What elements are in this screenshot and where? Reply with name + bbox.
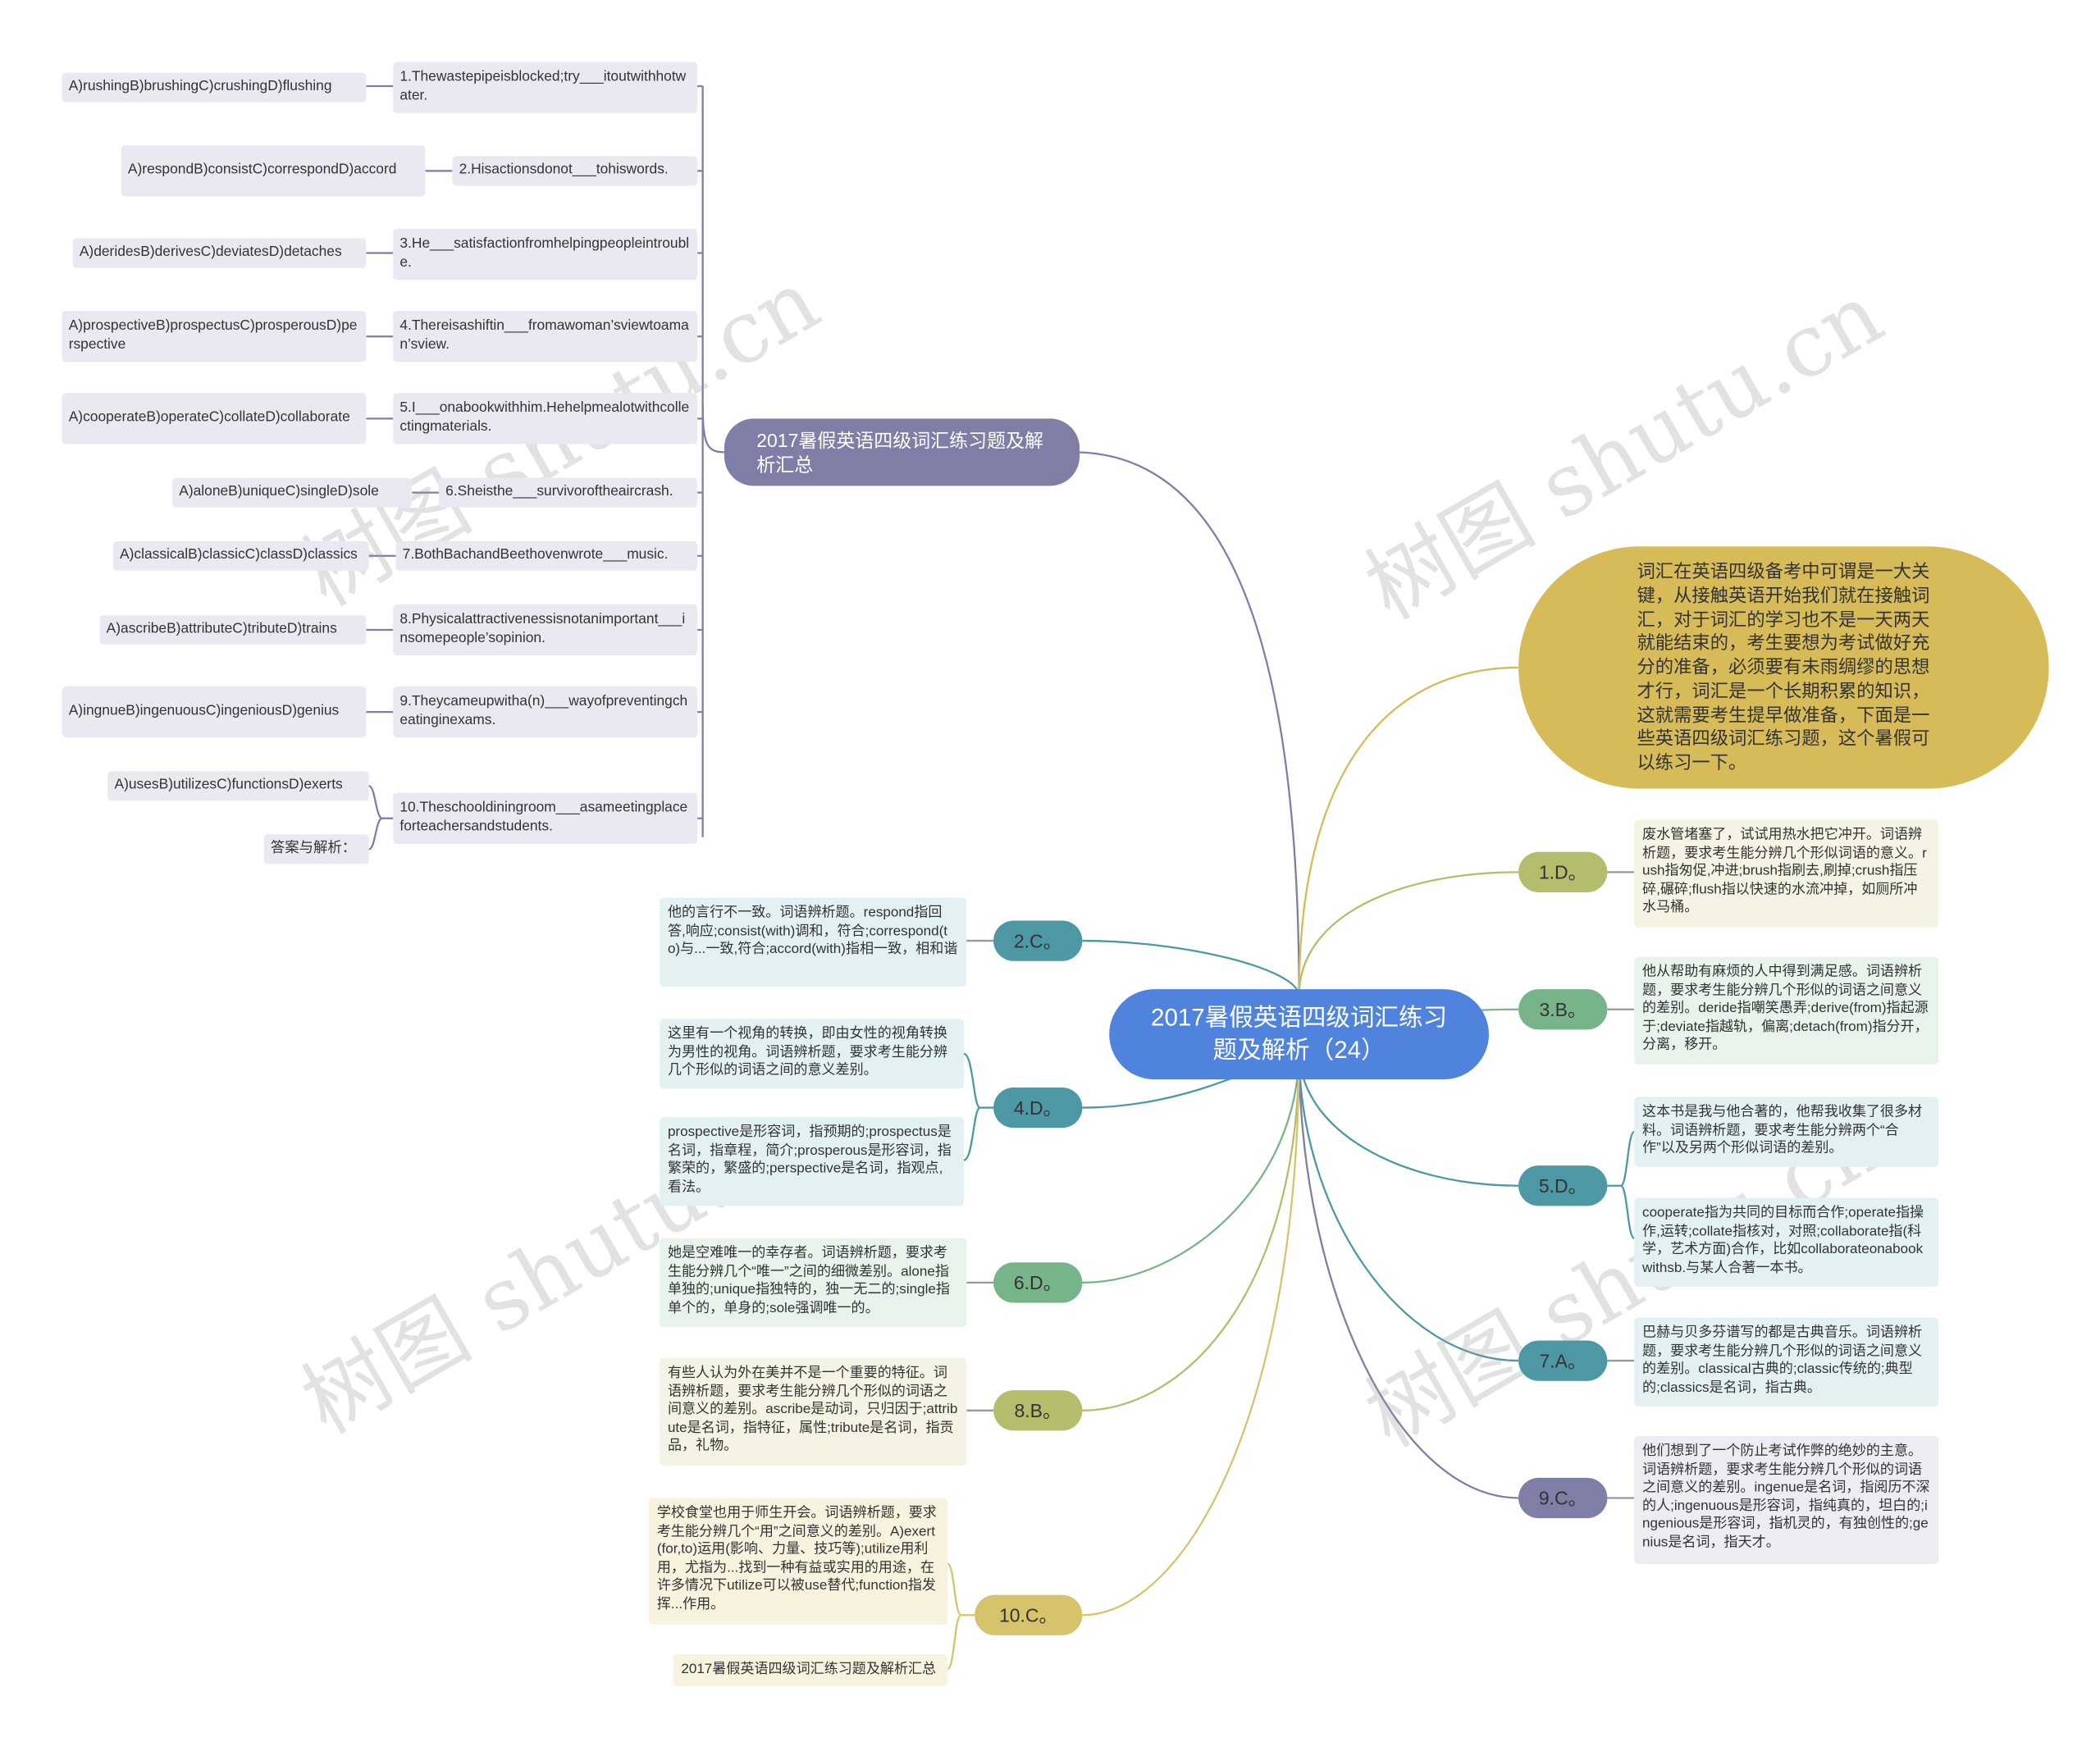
answer-4-note-2[interactable]: prospective是形容词，指预期的;prospectus是名词，指章程，简… [660, 1117, 964, 1206]
answer-10-link[interactable]: 2017暑假英语四级词汇练习题及解析汇总 [673, 1653, 948, 1687]
option-10[interactable]: A)usesB)utilizesC)functionsD)exerts [107, 771, 369, 801]
option-5[interactable]: A)cooperateB)operateC)collateD)collabora… [62, 393, 367, 445]
answer-10-note[interactable]: 学校食堂也用于师生开会。词语辨析题，要求考生能分辨几个“用”之间意义的差别。A)… [648, 1498, 948, 1625]
answer-10[interactable]: 10.C。 [975, 1594, 1083, 1635]
question-9[interactable]: 9.Theycameupwitha(n)___wayofpreventingch… [393, 686, 698, 738]
answer-4[interactable]: 4.D。 [993, 1087, 1083, 1129]
answer-9-note[interactable]: 他们想到了一个防止考试作弊的绝妙的主意。词语辨析题，要求考生能分辨几个形似的词语… [1634, 1435, 1939, 1564]
answer-6[interactable]: 6.D。 [993, 1262, 1083, 1303]
option-6[interactable]: A)aloneB)uniqueC)singleD)sole [172, 477, 413, 508]
answer-5-note-2[interactable]: cooperate指为共同的目标而合作;operate指操作,运转;collat… [1634, 1197, 1939, 1287]
answer-5[interactable]: 5.D。 [1518, 1165, 1608, 1206]
option-2[interactable]: A)respondB)consistC)correspondD)accord [121, 145, 426, 197]
question-8[interactable]: 8.Physicalattractivenessisnotanimportant… [393, 604, 698, 656]
question-4[interactable]: 4.Thereisashiftin___fromawoman’sviewtoam… [393, 311, 698, 363]
question-10[interactable]: 10.Theschooldiningroom___asameetingplace… [393, 792, 698, 844]
option-7[interactable]: A)classicalB)classicC)classD)classics [112, 540, 369, 571]
answer-3[interactable]: 3.B。 [1518, 989, 1608, 1030]
answer-8-note[interactable]: 有些人认为外在美并不是一个重要的特征。词语辨析题，要求考生能分辨几个形似的词语之… [660, 1357, 967, 1466]
question-5[interactable]: 5.I___onabookwithhim.Hehelpmealotwithcol… [393, 393, 698, 445]
answer-6-note[interactable]: 她是空难唯一的幸存者。词语辨析题，要求考生能分辨几个“唯一”之间的细微差别。al… [660, 1238, 967, 1328]
option-8[interactable]: A)ascribeB)attributeC)tributeD)trains [99, 614, 367, 645]
option-1[interactable]: A)rushingB)brushingC)crushingD)flushing [62, 72, 367, 103]
answer-1-note[interactable]: 废水管堵塞了，试试用热水把它冲开。词语辨析题，要求考生能分辨几个形似词语的意义。… [1634, 819, 1939, 928]
answer-8[interactable]: 8.B。 [993, 1390, 1083, 1431]
question-2[interactable]: 2.Hisactionsdonot___tohiswords. [452, 156, 698, 186]
answer-1[interactable]: 1.D。 [1518, 851, 1608, 893]
answer-2[interactable]: 2.C。 [993, 920, 1083, 961]
root-node[interactable]: 2017暑假英语四级词汇练习题及解析（24） [1109, 989, 1489, 1080]
option-3[interactable]: A)deridesB)derivesC)deviatesD)detaches [72, 238, 367, 268]
option-9[interactable]: A)ingnueB)ingenuousC)ingeniousD)genius [62, 686, 367, 738]
answer-5-note-1[interactable]: 这本书是我与他合著的，他帮我收集了很多材料。词语辨析题，要求考生能分辨两个“合作… [1634, 1097, 1939, 1167]
answer-7[interactable]: 7.A。 [1518, 1340, 1608, 1381]
answer-9[interactable]: 9.C。 [1518, 1477, 1608, 1519]
question-6[interactable]: 6.Sheisthe___survivoroftheaircrash. [438, 477, 698, 508]
answer-2-note[interactable]: 他的言行不一致。词语辨析题。respond指回答,响应;consist(with… [660, 897, 967, 987]
question-3[interactable]: 3.He___satisfactionfromhelpingpeopleintr… [393, 228, 698, 280]
question-7[interactable]: 7.BothBachandBeethovenwrote___music. [395, 540, 698, 571]
option-4[interactable]: A)prospectiveB)prospectusC)prosperousD)p… [62, 311, 367, 363]
answer-3-note[interactable]: 他从帮助有麻烦的人中得到满足感。词语辨析题，要求考生能分辨几个形似的词语之间意义… [1634, 956, 1939, 1065]
answer-analysis-label[interactable]: 答案与解析： [263, 834, 369, 864]
topic-node[interactable]: 2017暑假英语四级词汇练习题及解析汇总 [724, 418, 1080, 486]
answer-4-note-1[interactable]: 这里有一个视角的转换，即由女性的视角转换为男性的视角。词语辨析题，要求考生能分辨… [660, 1019, 964, 1089]
answer-7-note[interactable]: 巴赫与贝多芬谱写的都是古典音乐。词语辨析题，要求考生能分辨几个形似的词语之间意义… [1634, 1317, 1939, 1407]
intro-node[interactable]: 词汇在英语四级备考中可谓是一大关键，从接触英语开始我们就在接触词汇，对于词汇的学… [1518, 546, 2049, 789]
question-1[interactable]: 1.Thewastepipeisblocked;try___itoutwithh… [393, 62, 698, 113]
